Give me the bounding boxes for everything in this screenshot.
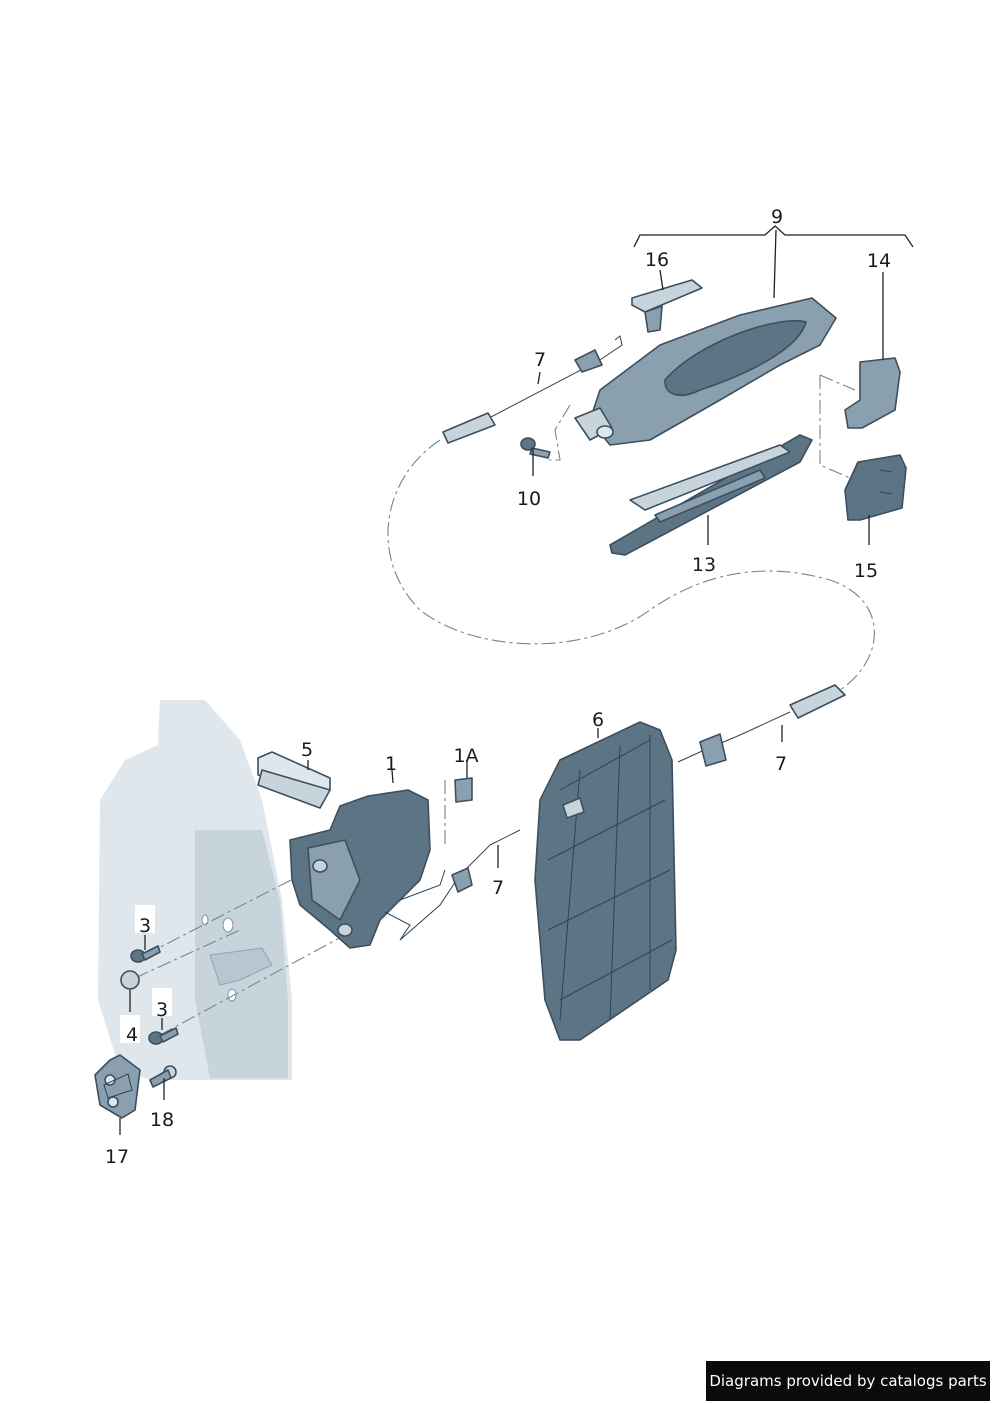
callout-18: 18 — [150, 1109, 174, 1131]
label-backgrounds — [120, 905, 172, 1043]
callout-10: 10 — [517, 488, 541, 510]
callout-7-lower: 7 — [492, 877, 504, 899]
callout-1: 1 — [385, 753, 397, 775]
part-1-door-lock — [289, 789, 446, 949]
leader-lines — [119, 229, 884, 1135]
callout-7-right: 7 — [775, 753, 787, 775]
part-13-trim-strip — [609, 434, 813, 556]
callout-5: 5 — [301, 739, 313, 761]
part-1a-insert — [454, 777, 473, 803]
credit-footer: Diagrams provided by catalogs parts — [706, 1361, 990, 1401]
callout-9: 9 — [771, 206, 783, 228]
part-14-cover — [844, 357, 901, 429]
part-9-handle-housing — [574, 297, 837, 446]
part-7-lower-cable — [399, 829, 521, 941]
part-17-striker-plate — [94, 1054, 141, 1119]
part-10-bolt — [520, 437, 551, 459]
part-15-switch — [844, 454, 907, 521]
part-6-cover-panel — [534, 721, 677, 1041]
callout-1a: 1A — [453, 745, 478, 767]
part-16-cap — [631, 279, 703, 333]
callout-9-bracket — [633, 225, 914, 248]
part-4-plug — [120, 970, 140, 990]
part-5-cover-plate — [257, 751, 331, 809]
callout-17: 17 — [105, 1146, 129, 1168]
part-7-upper-cable — [442, 335, 623, 444]
callout-6: 6 — [592, 709, 604, 731]
door-panel — [98, 700, 292, 1080]
callout-7-upper: 7 — [534, 349, 546, 371]
cable-guide-line — [387, 439, 875, 691]
callout-16: 16 — [645, 249, 669, 271]
part-3-bolts — [130, 945, 179, 1045]
callout-4: 4 — [126, 1024, 138, 1046]
callout-13: 13 — [692, 554, 716, 576]
callout-3-lower: 3 — [156, 999, 168, 1021]
callout-14: 14 — [867, 250, 891, 272]
callout-3-upper: 3 — [139, 915, 151, 937]
part-7-right-cable — [677, 684, 846, 767]
callout-15: 15 — [854, 560, 878, 582]
callout-labels: 9 16 14 7 10 13 15 6 7 5 1 1A 7 3 4 3 18… — [105, 206, 891, 1168]
part-18-bolt — [149, 1065, 177, 1088]
